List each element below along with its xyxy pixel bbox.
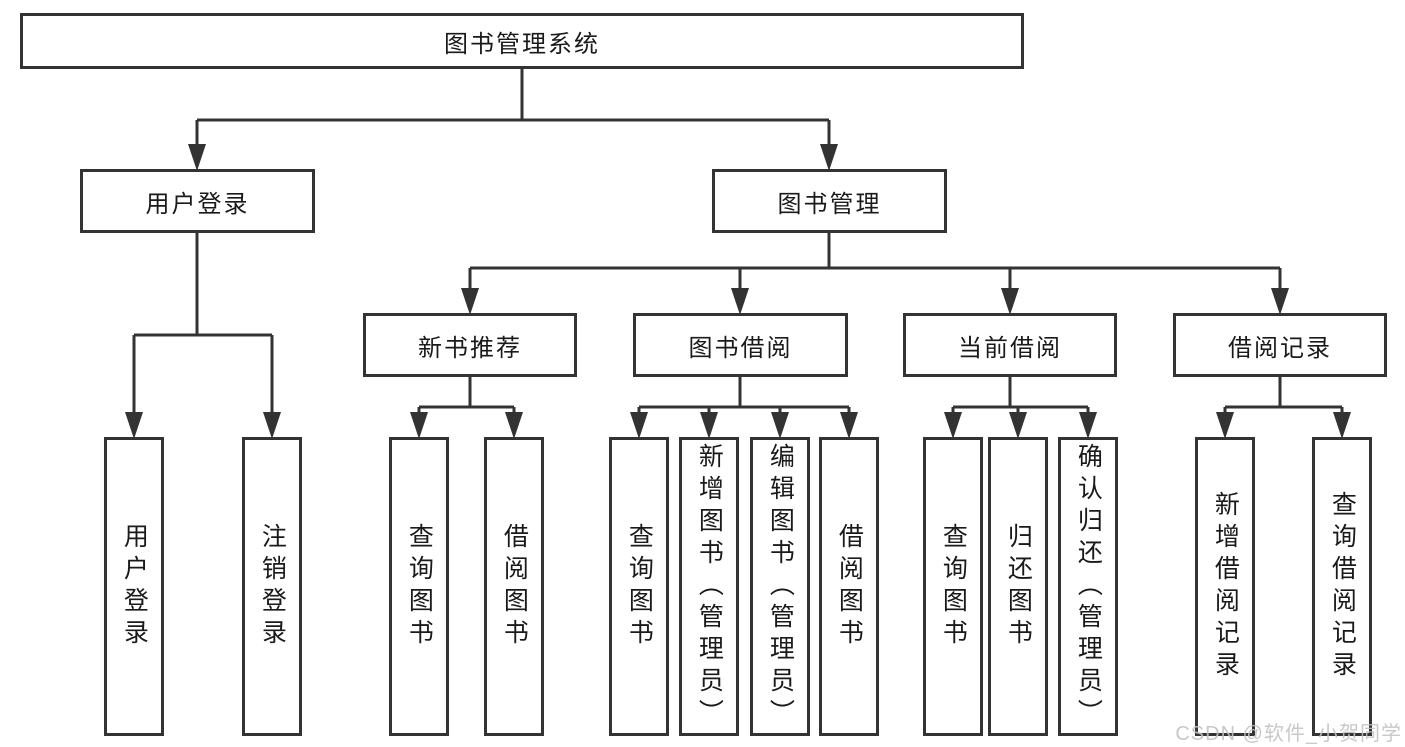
leaf-borrow-books: 借阅图书 xyxy=(819,437,879,736)
leaf-query-books-recommend-label: 查询图书 xyxy=(405,522,434,651)
leaf-borrow-books-recommend-label: 借阅图书 xyxy=(500,522,529,651)
node-user-login: 用户登录 xyxy=(80,169,315,233)
leaf-return-books-label: 归还图书 xyxy=(1004,522,1033,651)
leaf-add-borrow-record-label: 新增借阅记录 xyxy=(1211,490,1240,683)
leaf-confirm-return-admin: 确认归还（管理员） xyxy=(1058,437,1118,736)
leaf-query-books-borrow-label: 查询图书 xyxy=(625,522,654,651)
leaf-query-books-current: 查询图书 xyxy=(923,437,983,736)
node-book-management: 图书管理 xyxy=(712,169,947,233)
node-current-borrow-label: 当前借阅 xyxy=(958,334,1062,362)
leaf-user-login-label: 用户登录 xyxy=(120,522,149,651)
leaf-edit-books-admin: 编辑图书（管理员） xyxy=(750,437,810,736)
node-current-borrow: 当前借阅 xyxy=(903,313,1117,377)
leaf-user-login: 用户登录 xyxy=(104,437,164,736)
leaf-query-borrow-record: 查询借阅记录 xyxy=(1312,437,1372,736)
node-borrow-records-label: 借阅记录 xyxy=(1228,334,1332,362)
node-borrow-records: 借阅记录 xyxy=(1173,313,1387,377)
node-new-book-recommend-label: 新书推荐 xyxy=(418,334,522,362)
node-new-book-recommend: 新书推荐 xyxy=(363,313,577,377)
leaf-borrow-books-recommend: 借阅图书 xyxy=(484,437,544,736)
leaf-query-books-borrow: 查询图书 xyxy=(609,437,669,736)
csdn-watermark: CSDN @软件_小贺同学 xyxy=(1175,723,1402,745)
node-root-system: 图书管理系统 xyxy=(20,13,1024,69)
node-book-borrow-label: 图书借阅 xyxy=(688,334,793,362)
leaf-edit-books-admin-label: 编辑图书（管理员） xyxy=(766,442,795,731)
leaf-query-borrow-record-label: 查询借阅记录 xyxy=(1328,490,1357,683)
leaf-add-borrow-record: 新增借阅记录 xyxy=(1195,437,1255,736)
leaf-logout-login: 注销登录 xyxy=(242,437,302,736)
node-root-label: 图书管理系统 xyxy=(444,30,600,58)
leaf-logout-login-label: 注销登录 xyxy=(258,522,287,651)
node-book-management-label: 图书管理 xyxy=(777,190,882,218)
leaf-borrow-books-label: 借阅图书 xyxy=(835,522,864,651)
node-user-login-label: 用户登录 xyxy=(145,190,250,218)
node-book-borrow: 图书借阅 xyxy=(633,313,848,377)
leaf-return-books: 归还图书 xyxy=(988,437,1048,736)
leaf-add-books-admin: 新增图书（管理员） xyxy=(679,437,739,736)
leaf-add-books-admin-label: 新增图书（管理员） xyxy=(695,442,724,731)
arrowhead-icons xyxy=(125,144,1351,439)
leaf-query-books-current-label: 查询图书 xyxy=(939,522,968,651)
leaf-query-books-recommend: 查询图书 xyxy=(389,437,449,736)
leaf-confirm-return-admin-label: 确认归还（管理员） xyxy=(1074,442,1103,731)
